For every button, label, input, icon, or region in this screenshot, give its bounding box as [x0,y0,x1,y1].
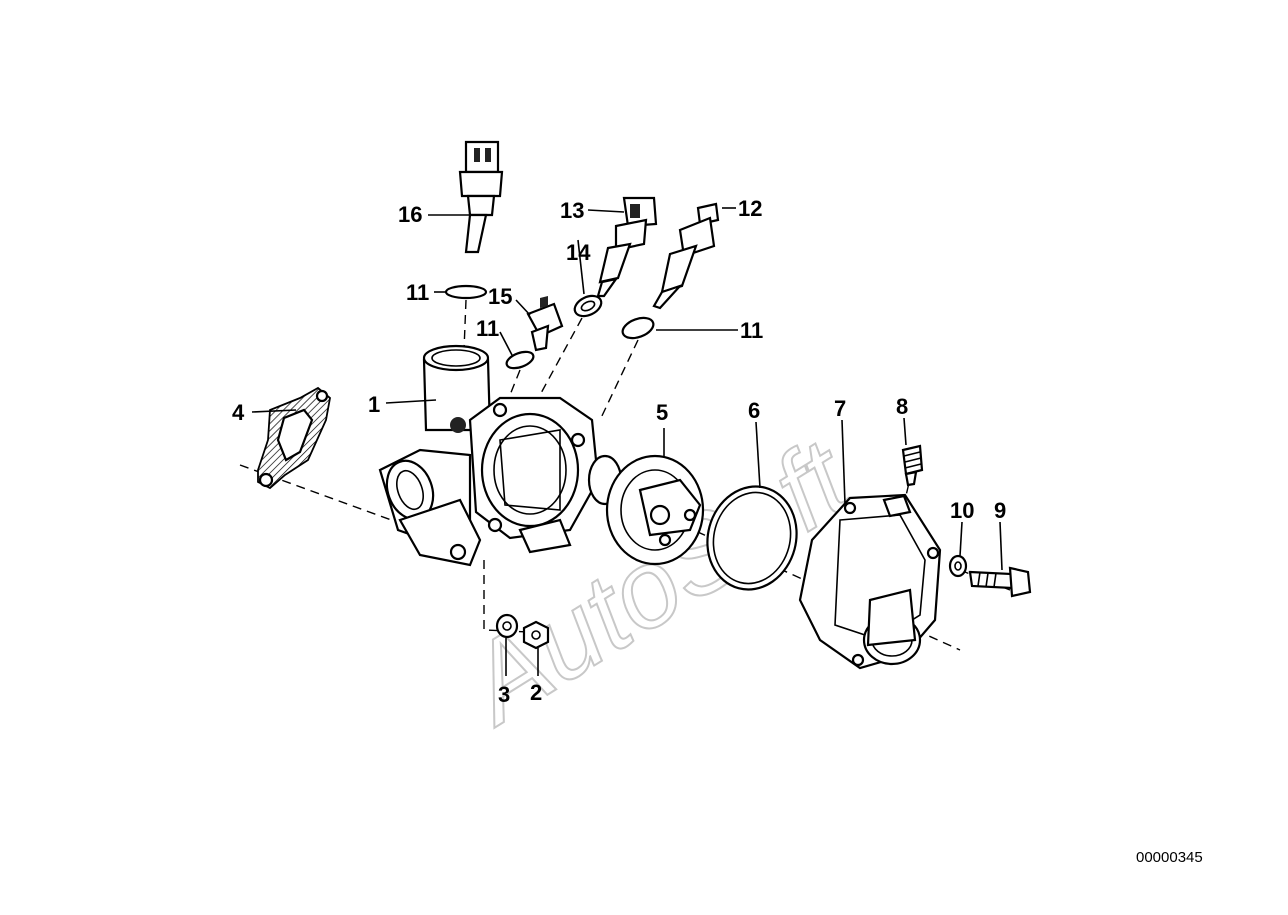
bleed-screw-part [901,444,924,487]
temperature-switch-part [526,296,564,352]
callout-4: 4 [232,400,245,425]
callout-8: 8 [896,394,908,419]
lower-washer-part [495,613,519,639]
callout-14: 14 [566,240,591,265]
callout-13: 13 [560,198,584,223]
callout-7: 7 [834,396,846,421]
callout-labels: 1 2 3 4 5 6 7 8 9 10 11 11 11 12 13 14 1… [232,196,1006,707]
callout-6: 6 [748,398,760,423]
temperature-sensor-part [458,140,504,254]
gasket-part [257,386,331,490]
callout-12: 12 [738,196,762,221]
washer-part [948,554,968,578]
housing-cover-part [798,493,942,670]
callout-9: 9 [994,498,1006,523]
callout-5: 5 [656,400,668,425]
callout-11-middle: 11 [476,316,499,341]
leader-lines [251,207,1003,676]
callout-2: 2 [530,680,542,705]
nut-part [522,620,550,650]
callout-3: 3 [498,682,510,707]
callout-11-right: 11 [740,318,763,343]
thermostat-housing-part [378,344,600,567]
sensor-13-part [596,196,658,298]
thermostat-part [587,454,705,566]
sensor-12-part [652,202,720,310]
callout-15: 15 [488,284,512,309]
o-ring-small-right [621,316,655,340]
callout-10: 10 [950,498,974,523]
o-ring-small-upper [444,284,488,300]
callout-11-upper: 11 [406,280,429,305]
o-ring-small-middle [505,350,535,370]
callout-1: 1 [368,392,380,417]
o-ring-part [706,485,798,591]
bolt-part [968,566,1032,598]
document-number: 00000345 [1136,849,1203,866]
sealing-ring-part [573,294,603,318]
callout-16: 16 [398,202,422,227]
